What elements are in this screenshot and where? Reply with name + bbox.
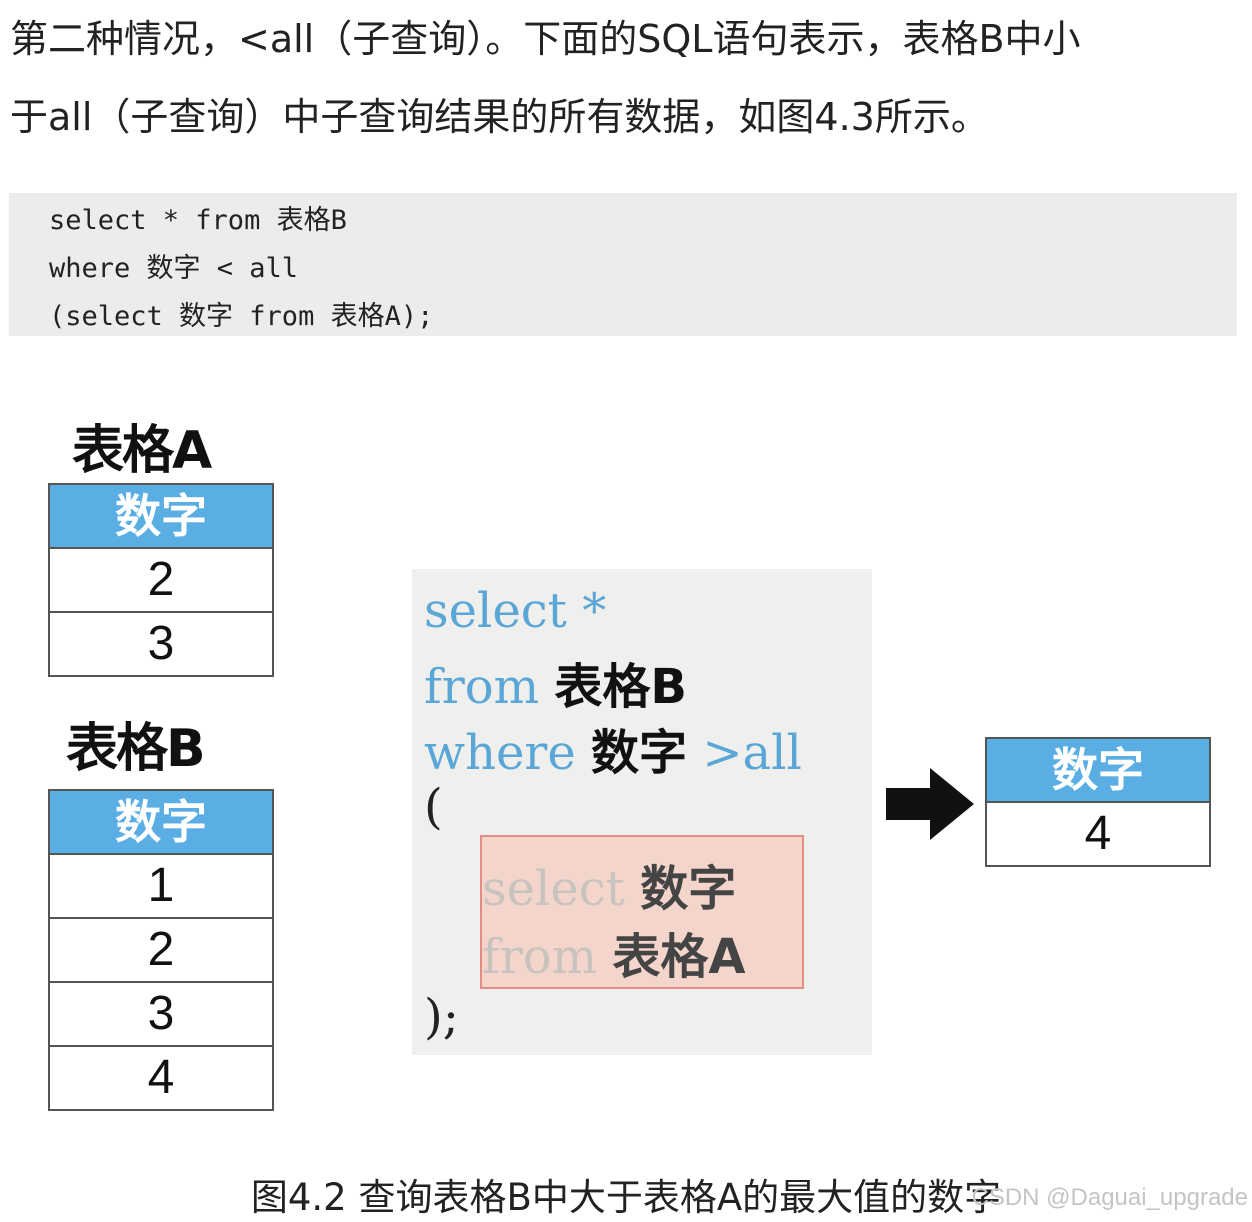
table-b: 数字 1 2 3 4 [48,789,274,1111]
table-row: 2 [48,547,274,613]
sql-code-block: select * from 表格B where 数字 < all (select… [9,193,1237,336]
sql-table-name: 表格A [612,929,746,985]
paragraph-line-2: 于all（子查询）中子查询结果的所有数据，如图4.3所示。 [10,95,989,139]
sql-keyword: select * [424,583,607,639]
sql-panel: select * from 表格B where 数字 >all ( select… [412,569,872,1055]
table-a: 数字 2 3 [48,483,274,677]
watermark: CSDN @Daguai_upgrade [971,1184,1248,1211]
code-line-2: where 数字 < all [49,253,299,284]
sql-close-paren: ); [424,989,459,1045]
code-line-1: select * from 表格B [49,205,347,236]
sql-line-where: where 数字 >all [424,713,802,783]
table-row: 2 [48,917,274,983]
result-table-header: 数字 [985,737,1211,803]
figure-caption: 图4.2 查询表格B中大于表格A的最大值的数字 [250,1176,1002,1219]
table-b-title: 表格B [66,719,206,779]
table-row: 3 [48,611,274,677]
sql-keyword: select [482,861,625,917]
table-row: 4 [985,801,1211,867]
table-a-header: 数字 [48,483,274,549]
sql-operator: >all [702,725,802,781]
sql-table-name: 表格B [554,659,687,715]
table-row: 4 [48,1045,274,1111]
sql-keyword: from [482,929,598,985]
code-line-3: (select 数字 from 表格A); [49,301,434,332]
right-arrow-icon [886,768,974,840]
table-row: 3 [48,981,274,1047]
subquery-line-from: from 表格A [482,917,746,987]
intro-paragraph: 第二种情况，<all（子查询）。下面的SQL语句表示，表格B中小 于all（子查… [10,0,1250,156]
sql-keyword: where [424,725,576,781]
sql-line-from: from 表格B [424,647,687,717]
table-row: 1 [48,853,274,919]
sql-line-select: select * [424,583,606,639]
subquery-box: select 数字 from 表格A [480,835,804,989]
sql-column-name: 数字 [640,861,737,917]
paragraph-line-1: 第二种情况，<all（子查询）。下面的SQL语句表示，表格B中小 [10,17,1081,61]
table-a-title: 表格A [72,421,212,481]
subquery-line-select: select 数字 [482,849,736,919]
table-b-header: 数字 [48,789,274,855]
result-table: 数字 4 [985,737,1211,867]
sql-column-name: 数字 [591,725,688,781]
sql-keyword: from [424,659,540,715]
sql-open-paren: ( [424,779,443,835]
